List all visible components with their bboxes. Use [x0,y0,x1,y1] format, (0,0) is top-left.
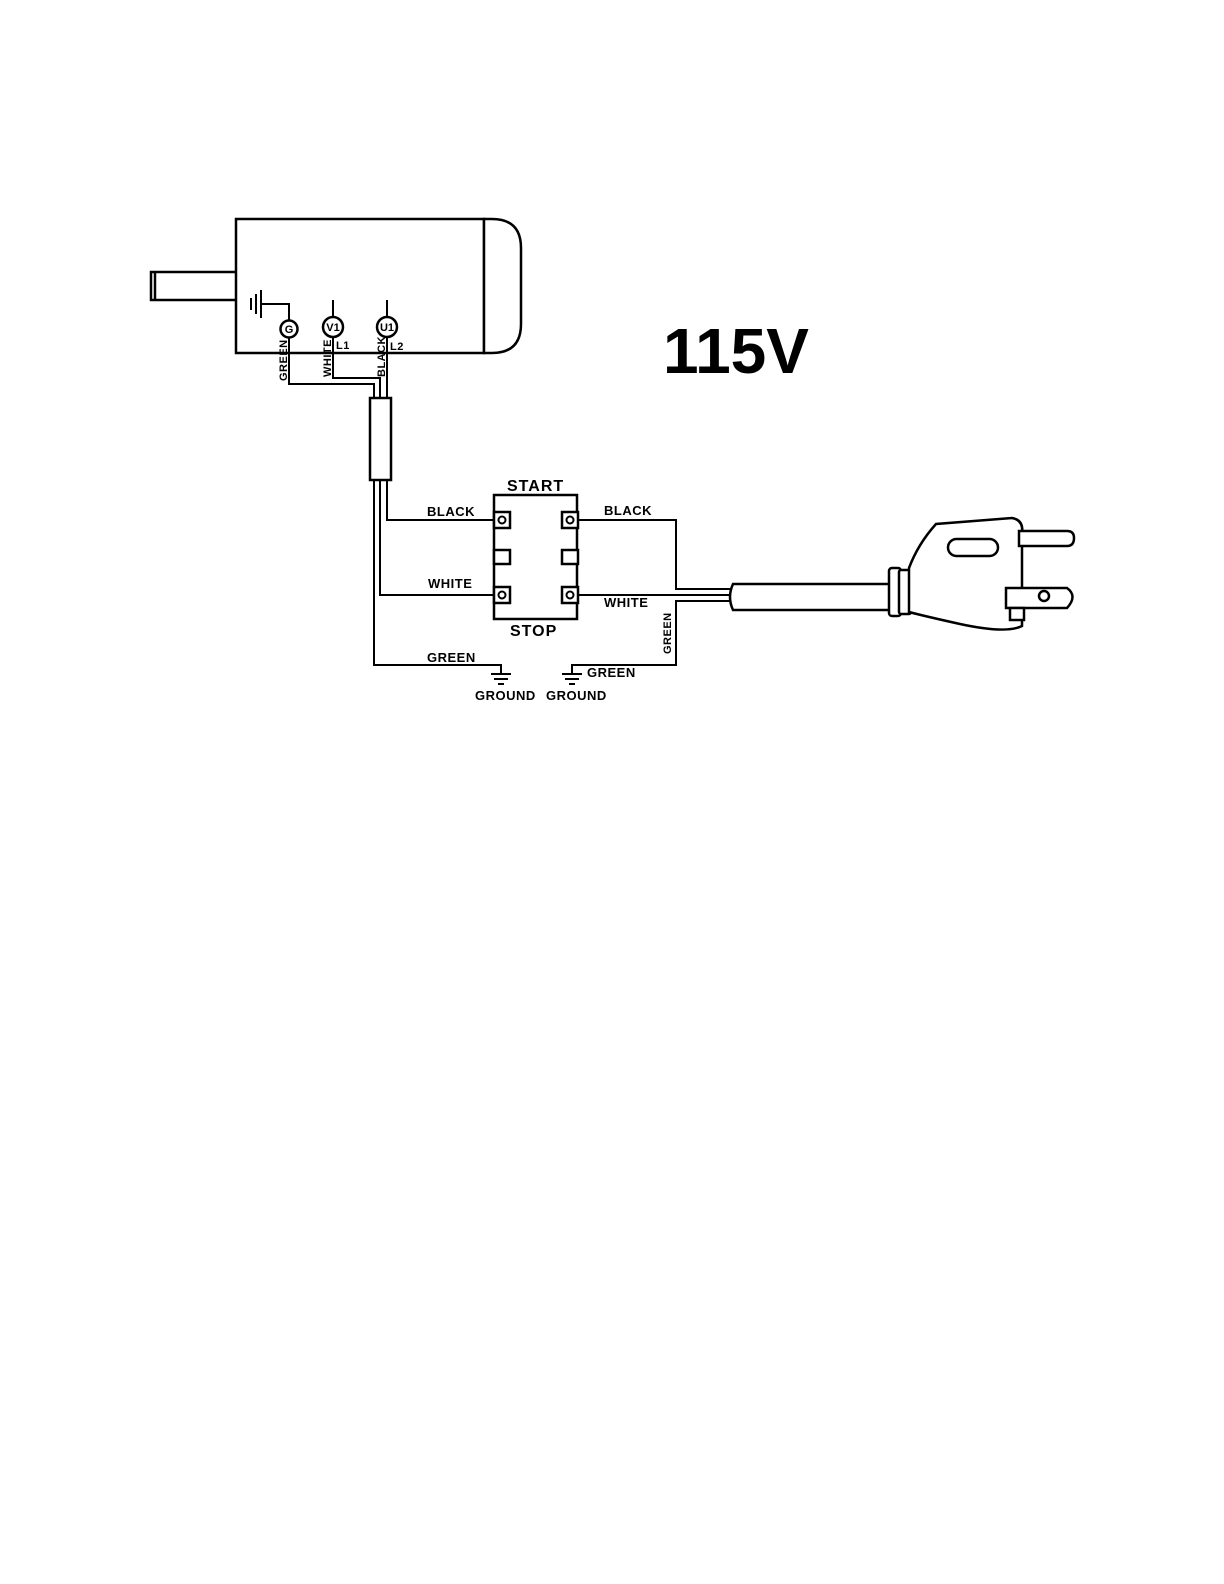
wire-black-to-cord [578,520,733,589]
wire-green-left-label: GREEN [427,650,476,665]
svg-text:G: G [285,324,294,336]
motor-white-label: WHITE [322,339,334,377]
switch-start-label: START [507,478,564,495]
wire-green-right-vertical-label: GREEN [662,612,674,654]
switch-stop-label: STOP [510,623,557,640]
terminal-g: G [281,321,298,338]
wire-black-right-label: BLACK [604,503,652,518]
start-stop-switch [494,495,578,619]
ground-right-label: GROUND [546,688,607,703]
ground-left-icon [491,674,511,684]
motor-shaft [151,272,237,300]
power-cord [730,584,893,610]
ground-left-label: GROUND [475,688,536,703]
wire-white-left-label: WHITE [428,576,472,591]
ground-right-icon [562,674,582,684]
wire-green-right-label: GREEN [587,665,636,680]
motor-green-label: GREEN [278,339,290,381]
line-l2-label: L2 [390,341,404,353]
svg-text:V1: V1 [326,322,339,334]
wire-black-left-label: BLACK [427,504,475,519]
wire-green-from-cord [572,601,733,674]
motor-endcap [484,219,521,353]
plug-icon [889,518,1074,630]
terminal-u1: U1 [377,317,397,337]
terminal-v1: V1 [323,317,343,337]
svg-text:U1: U1 [380,322,394,334]
motor-black-label: BLACK [376,336,388,377]
line-l1-label: L1 [336,340,350,352]
motor-body [236,219,484,353]
cable-sheath [370,398,391,480]
wire-white-right-label: WHITE [604,595,648,610]
voltage-title: 115V [663,315,809,387]
